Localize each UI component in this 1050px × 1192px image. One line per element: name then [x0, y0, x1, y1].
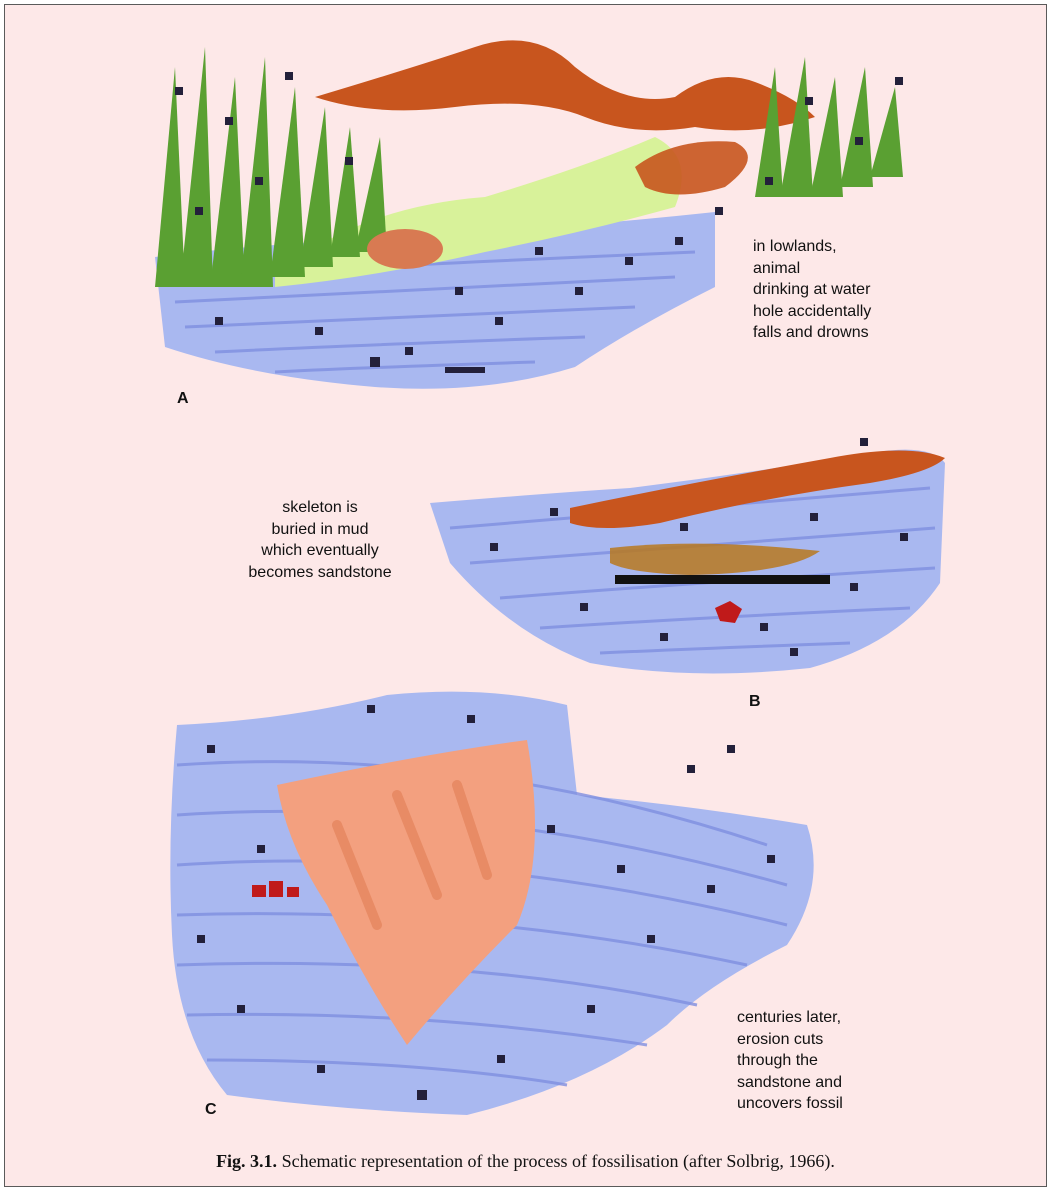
panel-b-scene — [430, 433, 950, 683]
panel-c-annotation: centuries later, erosion cuts through th… — [737, 1007, 843, 1115]
distant-hills — [315, 40, 815, 130]
annotation-line: hole accidentally — [753, 301, 871, 323]
annotation-line: erosion cuts — [737, 1029, 843, 1051]
annotation-line: uncovers fossil — [737, 1093, 843, 1115]
annotation-line: in lowlands, — [753, 236, 871, 258]
figure-frame: A in lowlands, animal drinking at water … — [4, 4, 1047, 1187]
panel-c-label: C — [205, 1101, 217, 1119]
annotation-line: drinking at water — [753, 279, 871, 301]
annotation-line: which eventually — [215, 540, 425, 562]
annotation-line: skeleton is — [215, 497, 425, 519]
annotation-line: centuries later, — [737, 1007, 843, 1029]
drowned-animal — [367, 229, 443, 269]
bone-dark — [445, 367, 485, 373]
caption-text: Schematic representation of the process … — [282, 1151, 835, 1171]
buried-skeleton — [615, 575, 830, 584]
annotation-line: sandstone and — [737, 1072, 843, 1094]
panel-a-annotation: in lowlands, animal drinking at water ho… — [753, 236, 871, 344]
annotation-line: animal — [753, 258, 871, 280]
annotation-line: through the — [737, 1050, 843, 1072]
annotation-line: buried in mud — [215, 519, 425, 541]
annotation-line: becomes sandstone — [215, 562, 425, 584]
annotation-line: falls and drowns — [753, 322, 871, 344]
grass-left — [155, 47, 387, 287]
grass-right — [755, 57, 903, 197]
figure-caption: Fig. 3.1. Schematic representation of th… — [5, 1151, 1046, 1172]
panel-b-annotation: skeleton is buried in mud which eventual… — [215, 497, 425, 583]
figure-number: Fig. 3.1. — [216, 1151, 277, 1171]
panel-a-label: A — [177, 390, 189, 408]
panel-b-illustration — [430, 433, 950, 683]
